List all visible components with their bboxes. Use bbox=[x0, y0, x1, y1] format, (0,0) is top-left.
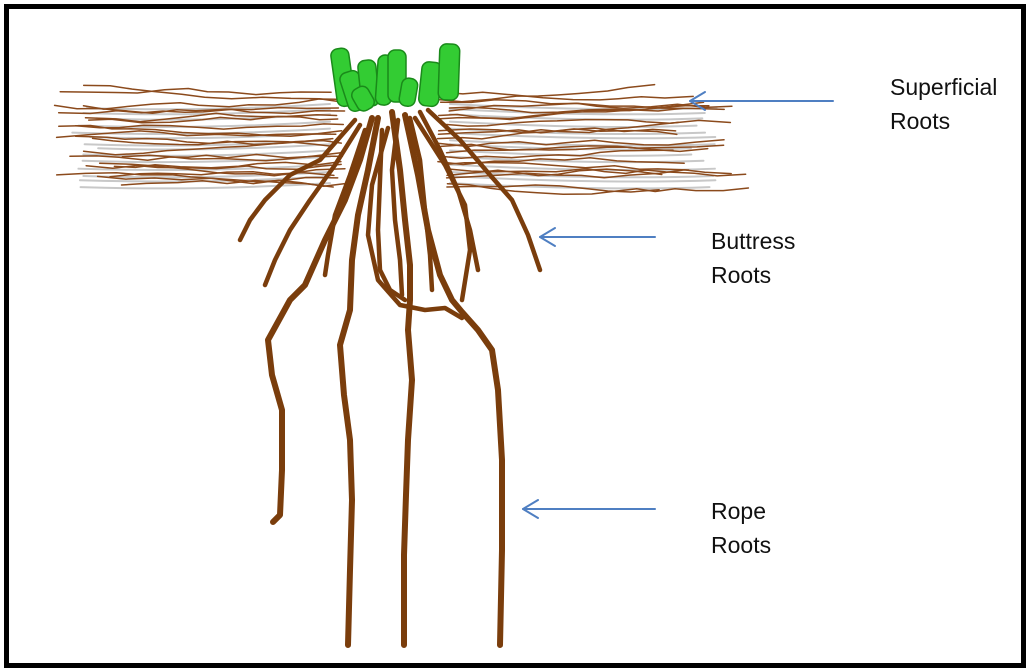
rope-roots-label-line2: Roots bbox=[711, 528, 771, 562]
buttress-roots-label: Buttress Roots bbox=[711, 224, 795, 292]
superficial-root bbox=[84, 99, 345, 109]
superficial-roots-label-line1: Superficial bbox=[890, 70, 997, 104]
superficial-roots-label: Superficial Roots bbox=[890, 70, 997, 138]
buttress-roots-label-line1: Buttress bbox=[711, 224, 795, 258]
buttress-roots-arrow bbox=[540, 228, 655, 246]
buttress-root bbox=[392, 120, 402, 295]
superficial-root bbox=[442, 92, 694, 100]
superficial-root-shadow bbox=[81, 183, 330, 188]
plant-shoots-drawing bbox=[330, 44, 460, 114]
leaf-blade bbox=[438, 44, 460, 101]
superficial-root bbox=[84, 85, 344, 102]
rope-root bbox=[405, 115, 502, 645]
rope-roots-arrow bbox=[523, 500, 655, 518]
superficial-roots-label-line2: Roots bbox=[890, 104, 997, 138]
buttress-roots-label-line2: Roots bbox=[711, 258, 795, 292]
rope-roots-label: Rope Roots bbox=[711, 494, 771, 562]
main-roots-drawing bbox=[240, 110, 540, 645]
rope-roots-label-line1: Rope bbox=[711, 494, 771, 528]
superficial-root bbox=[60, 89, 331, 95]
